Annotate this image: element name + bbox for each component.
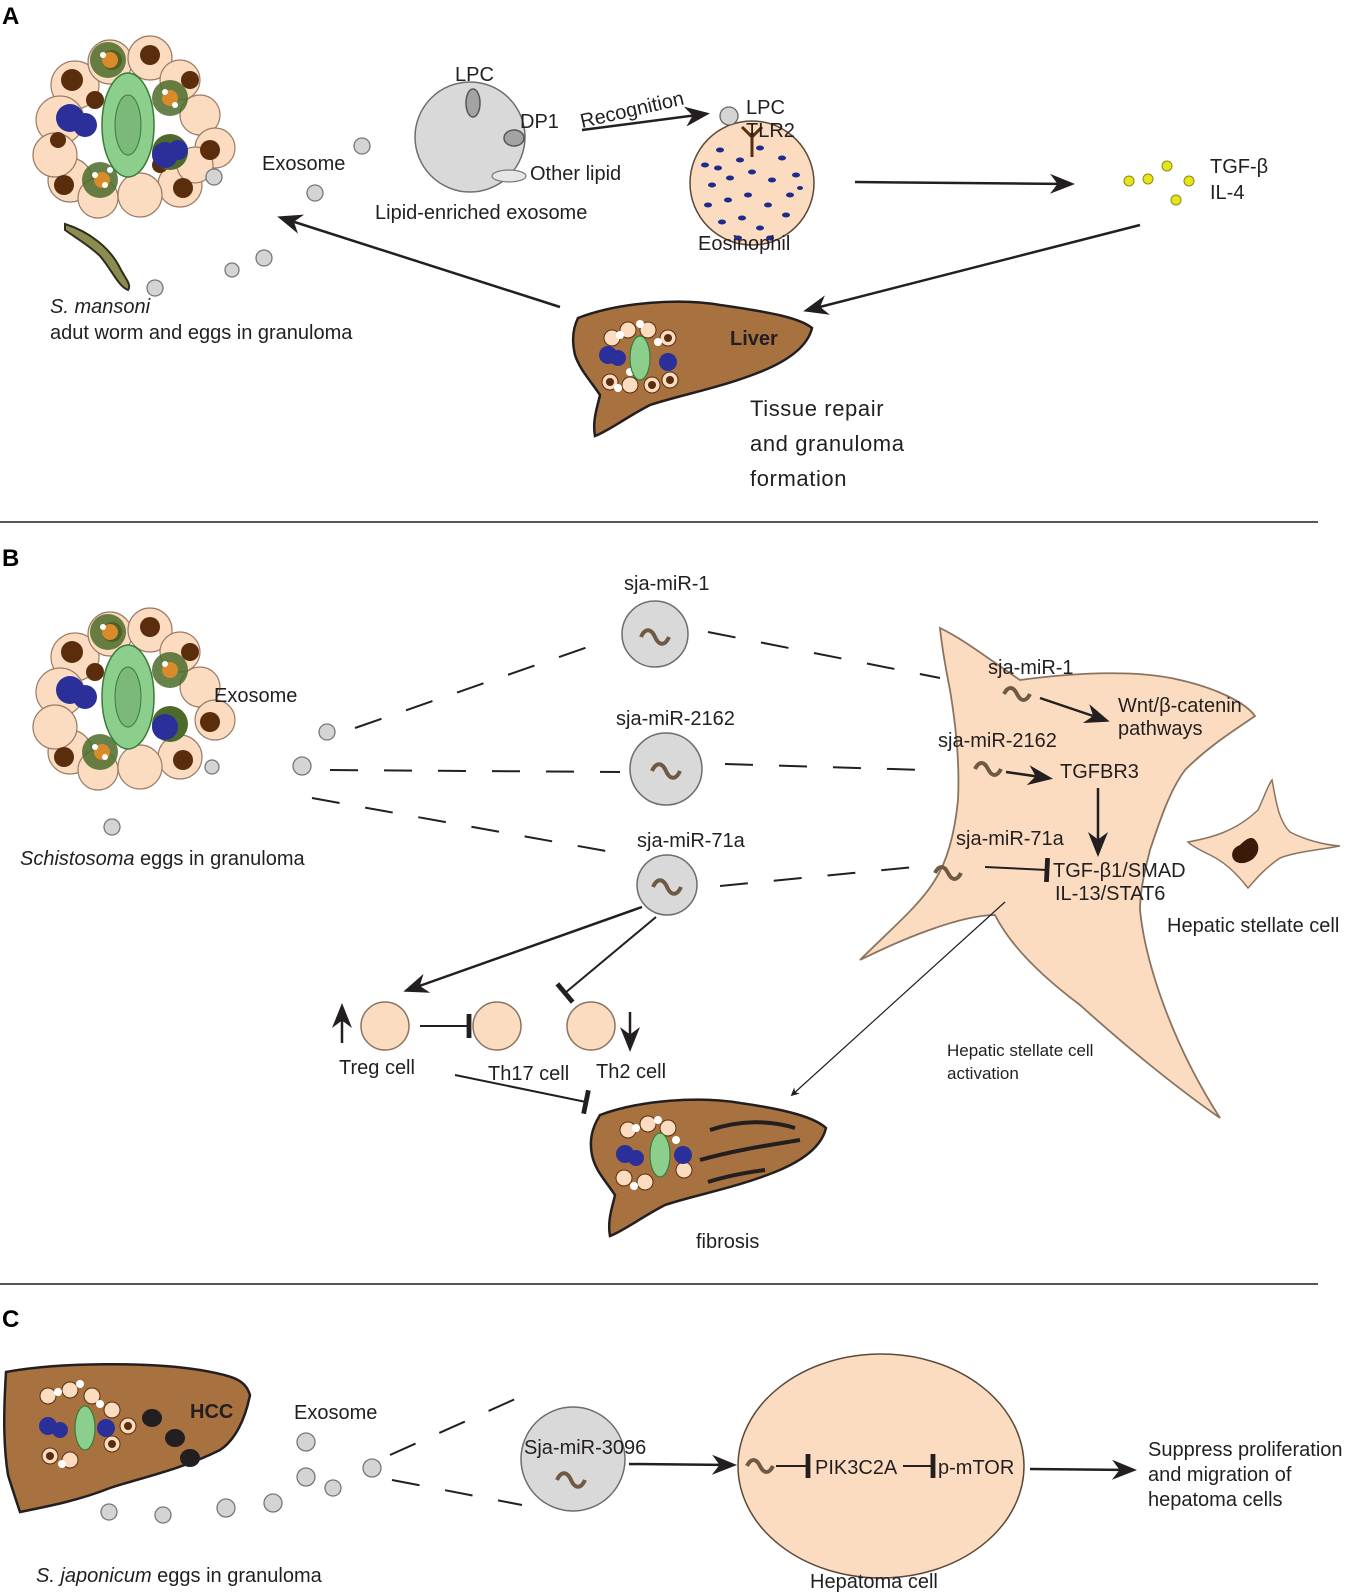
mir1-intracellular-icon	[1002, 686, 1032, 702]
outcome-c-line-3: hepatoma cells	[1148, 1489, 1283, 1511]
liver-fibrosis	[589, 1098, 828, 1238]
hsc-activation-arrow	[790, 901, 1006, 1097]
intracellular-mir1-label: sja-miR-1	[988, 657, 1074, 679]
tgfbr3-label: TGFBR3	[1060, 761, 1139, 783]
mir1-label: sja-miR-1	[624, 573, 710, 595]
mir71a-label: sja-miR-71a	[637, 830, 746, 852]
mir2162-label: sja-miR-2162	[616, 708, 735, 730]
outcome-line-1: Tissue repair	[750, 396, 884, 421]
cytokine-dots	[1123, 160, 1195, 206]
recognition-arrow	[581, 106, 710, 132]
tgf-smad-label: TGF-β1/SMAD	[1053, 860, 1186, 882]
liver-hcc	[3, 1363, 252, 1514]
pik3c2a-label: PIK3C2A	[815, 1457, 898, 1479]
th17-cell	[472, 1001, 522, 1051]
hcc-label: HCC	[190, 1401, 233, 1423]
outcome-c-line-1: Suppress proliferation	[1148, 1439, 1343, 1461]
panel-c-label: C	[2, 1306, 19, 1333]
exosome-label-a: Exosome	[262, 153, 345, 175]
lipid-exosome	[414, 81, 527, 193]
panel-b-label: B	[2, 545, 19, 572]
mir71a-exosome	[636, 854, 698, 916]
wnt-label-2: pathways	[1118, 718, 1203, 740]
eosinophil-cell	[689, 106, 815, 246]
th2-label: Th2 cell	[596, 1061, 666, 1083]
dp1-label: DP1	[520, 111, 559, 133]
mir3096-exosome	[520, 1406, 626, 1512]
exosome-particles-c	[100, 1432, 382, 1524]
granuloma-cluster-b	[32, 607, 236, 791]
pmtor-label: p-mTOR	[938, 1457, 1014, 1479]
fibrosis-label: fibrosis	[696, 1231, 759, 1253]
treg-inhibit-fibrosis-line	[454, 1074, 591, 1115]
eggs-caption-c: S. japonicum eggs in granuloma	[36, 1565, 323, 1587]
exosome-label-c: Exosome	[294, 1402, 377, 1424]
cytokine-to-liver-arrow	[803, 223, 1141, 315]
outcome-line-2: and granuloma	[750, 431, 905, 456]
outcome-line-3: formation	[750, 466, 847, 491]
th17-label: Th17 cell	[488, 1063, 569, 1085]
species-description: adut worm and eggs in granuloma	[50, 322, 353, 344]
exosome-label-b: Exosome	[214, 685, 297, 707]
treg-label: Treg cell	[339, 1057, 415, 1079]
granuloma-cluster-a	[32, 35, 236, 219]
mir2162-to-tgfbr3-arrow	[1005, 765, 1053, 786]
hepatoma-label: Hepatoma cell	[810, 1571, 938, 1593]
il13-label: IL-13/STAT6	[1055, 883, 1165, 905]
worm-icon	[64, 222, 131, 292]
mir3096-intracellular-icon	[745, 1458, 775, 1474]
hepatoma-cell	[737, 1353, 1025, 1579]
intracellular-mir2162-label: sja-miR-2162	[938, 730, 1057, 752]
species-name: S. mansoni	[50, 296, 151, 318]
liver-to-worm-arrow	[277, 214, 561, 309]
mir71a-to-treg-arrow	[403, 905, 643, 993]
mir2162-intracellular-icon	[973, 761, 1003, 777]
il4-label: IL-4	[1210, 182, 1244, 204]
hepatoma-to-outcome-arrow	[1029, 1459, 1137, 1480]
th2-cell	[566, 1001, 616, 1051]
lpc-receptor-label: LPC	[746, 97, 785, 119]
tlr2-label: TLR2	[746, 120, 795, 142]
recognition-label: Recognition	[578, 88, 686, 133]
mir2162-exosome	[629, 732, 703, 806]
mir3096-label: Sja-miR-3096	[524, 1437, 646, 1459]
dashed-transfer-lines-c	[389, 1395, 523, 1506]
panel-a-label: A	[2, 3, 19, 30]
mir71a-inhibit-line	[984, 857, 1050, 883]
eosinophil-label: Eosinophil	[698, 233, 790, 255]
hepatic-stellate-cell-large	[859, 626, 1257, 1119]
hsc-label: Hepatic stellate cell	[1167, 915, 1339, 937]
tgf-beta-label: TGF-β	[1210, 156, 1268, 178]
hsc-activation-label-1: Hepatic stellate cell	[947, 1041, 1093, 1060]
dashed-transfer-lines-b	[311, 631, 941, 887]
outcome-c-line-2: and migration of	[1148, 1464, 1292, 1486]
intracellular-mir71a-label: sja-miR-71a	[956, 828, 1065, 850]
liver-label: Liver	[730, 328, 778, 350]
wnt-label-1: Wnt/β-catenin	[1118, 695, 1242, 717]
treg-cell	[360, 1001, 410, 1051]
lipid-exosome-caption: Lipid-enriched exosome	[375, 202, 587, 224]
exosome-particles-b	[103, 723, 336, 836]
mir71a-intracellular-icon	[933, 865, 963, 881]
eggs-caption-b: Schistosoma eggs in granuloma	[20, 848, 305, 870]
hsc-activation-label-2: activation	[947, 1064, 1019, 1083]
other-lipid-label: Other lipid	[530, 163, 621, 185]
mir1-to-wnt-arrow	[1039, 696, 1110, 724]
eosinophil-to-cytokine-arrow	[854, 173, 1075, 194]
mir3096-to-hepatoma-arrow	[628, 1454, 737, 1475]
liver-a	[571, 300, 814, 438]
mir71a-inhibit-th2-line	[555, 916, 657, 1004]
lpc-label-top: LPC	[455, 64, 494, 86]
mir1-exosome	[621, 600, 689, 668]
hepatic-stellate-cell-small	[1186, 778, 1341, 890]
exosome-particles-a	[146, 137, 371, 297]
